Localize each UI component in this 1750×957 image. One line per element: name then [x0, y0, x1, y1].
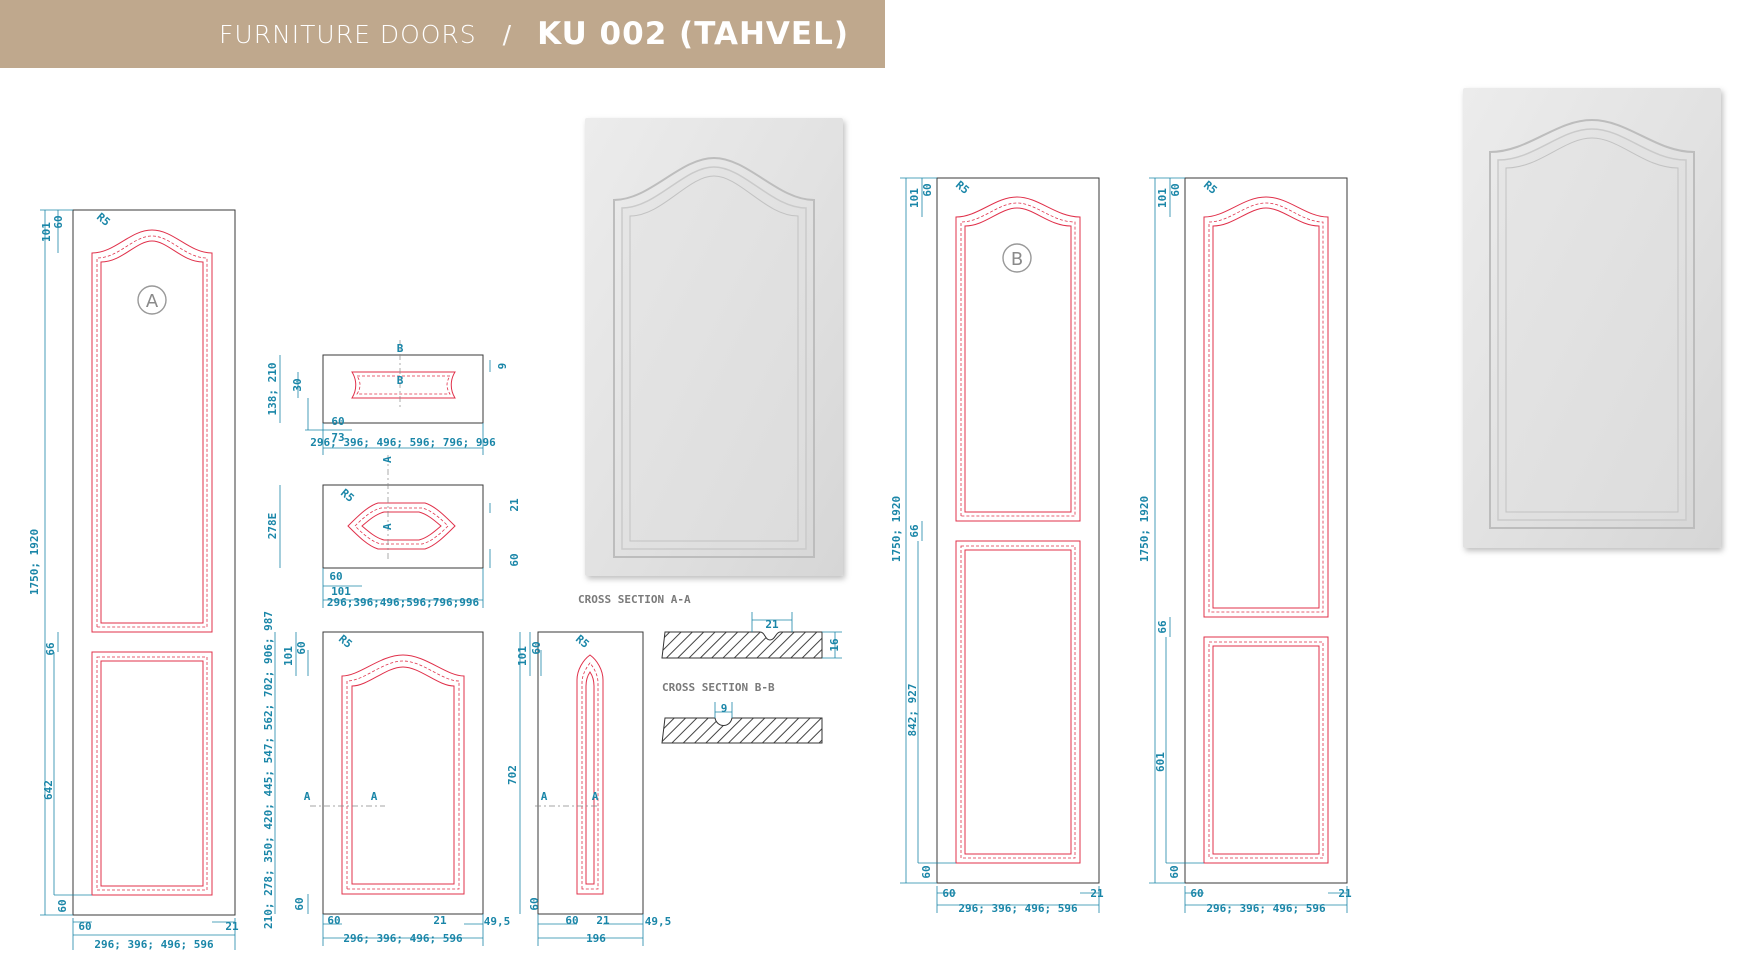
drawer-aa-101: 101: [331, 585, 351, 598]
detail-a-label: A: [146, 291, 159, 312]
drawer-bb-60: 60: [331, 415, 344, 428]
drawer-aa-width: 296;396;496;596;796;996: [327, 596, 480, 609]
door-b-top-101: 101: [908, 188, 921, 208]
narrow-right-21: 21: [596, 914, 610, 927]
door-a-lower-642: 642: [42, 780, 55, 800]
door-a-width: 296; 396; 496; 596: [94, 938, 214, 951]
door-a-right-21: 21: [225, 920, 239, 933]
drawer-bb-width: 296; 396; 496; 596; 796; 996: [310, 436, 496, 449]
door-a-bottom-60: 60: [56, 899, 69, 912]
door-b-bottom-60: 60: [920, 865, 933, 878]
door-c-drawing: 1750; 1920 101 60 66 601 60 60 21 296; 3…: [1138, 177, 1352, 915]
door-photo-wide: [1463, 88, 1721, 548]
cabinet-right-21: 21: [433, 914, 447, 927]
cross-section-aa: CROSS SECTION A-A 21 16: [578, 593, 842, 659]
door-c-radius: R5: [1201, 178, 1220, 196]
narrow-radius: R5: [573, 632, 592, 650]
door-a-rail-66: 66: [44, 642, 57, 656]
door-c-width: 296; 396; 496; 596: [1206, 902, 1326, 915]
drawer-bb-height: 138; 210: [266, 363, 279, 416]
cabinet-section-a-left: A: [304, 790, 311, 803]
door-a-left-60: 60: [78, 920, 91, 933]
drawer-aa-60: 60: [329, 570, 342, 583]
door-photo-single: [585, 118, 843, 576]
narrow-top-60: 60: [530, 641, 543, 654]
narrow-section-a-right: A: [592, 790, 599, 803]
cabinet-section-a-right: A: [371, 790, 378, 803]
narrow-height: 702: [506, 765, 519, 785]
cabinet-door-drawing: A A 210; 278; 350; 420; 445; 547; 562; 7…: [262, 611, 510, 946]
cross-section-bb-width: 9: [721, 702, 728, 715]
title-separator: /: [502, 19, 512, 49]
door-c-height: 1750; 1920: [1138, 496, 1151, 562]
cabinet-radius: R5: [336, 632, 355, 650]
door-a-drawing: A 1750; 1920 101 60 66 642 60 60 21 296;…: [28, 209, 239, 951]
drawer-aa-height: 278E: [266, 513, 279, 540]
door-b-height: 1750; 1920: [890, 496, 903, 562]
door-b-radius: R5: [953, 178, 972, 196]
cabinet-top-101: 101: [282, 646, 295, 666]
door-c-lower-601: 601: [1154, 752, 1167, 772]
door-c-left-60: 60: [1190, 887, 1203, 900]
category-title: FURNITURE DOORS: [219, 19, 477, 49]
cabinet-495: 49,5: [484, 915, 511, 928]
door-b-top-60: 60: [921, 183, 934, 196]
drawer-bb-73: 73: [331, 431, 344, 444]
door-c-top-60: 60: [1169, 183, 1182, 196]
cross-section-aa-width: 21: [765, 618, 779, 631]
drawer-bb-drawing: B B 138; 210 30 60 73 296; 396; 496; 596…: [266, 340, 509, 455]
model-title: KU 002 (TAHVEL): [537, 16, 849, 52]
narrow-door-drawing: A A 702 101 60 60 60 21 49,5 196 R5: [506, 631, 672, 946]
door-a-radius: R5: [94, 210, 113, 228]
narrow-left-60: 60: [565, 914, 578, 927]
door-b-drawing: B 1750; 1920 101 60 66 842; 927 60 60 21…: [890, 177, 1104, 915]
cabinet-height: 210; 278; 350; 420; 445; 547; 562; 702; …: [262, 611, 275, 929]
narrow-bottom-60: 60: [528, 897, 541, 910]
door-a-top-60: 60: [52, 215, 65, 228]
cross-section-bb-title: CROSS SECTION B-B: [662, 681, 775, 694]
door-b-right-21: 21: [1090, 887, 1104, 900]
cabinet-left-60: 60: [327, 914, 340, 927]
door-c-rail-66: 66: [1156, 620, 1169, 634]
cabinet-bottom-60: 60: [293, 897, 306, 910]
cross-section-aa-thickness: 16: [828, 638, 841, 652]
drawer-aa-drawing: A A 278E 60 101 296;396;496;596;796;996 …: [266, 455, 521, 609]
drawer-aa-radius: R5: [338, 486, 357, 504]
drawer-aa-60-right: 60: [508, 553, 521, 566]
section-b-top: B: [397, 342, 404, 355]
drawer-bb-9: 9: [496, 363, 509, 370]
door-c-bottom-60: 60: [1168, 865, 1181, 878]
narrow-495: 49,5: [645, 915, 672, 928]
cross-section-aa-title: CROSS SECTION A-A: [578, 593, 691, 606]
door-b-width: 296; 396; 496; 596: [958, 902, 1078, 915]
cross-section-bb: CROSS SECTION B-B 9: [661, 681, 823, 744]
section-b-bottom: B: [397, 374, 404, 387]
door-b-left-60: 60: [942, 887, 955, 900]
detail-b-label: B: [1011, 249, 1023, 270]
cabinet-width: 296; 396; 496; 596: [343, 932, 463, 945]
section-a-mid: A: [381, 523, 394, 530]
title-bar: FURNITURE DOORS / KU 002 (TAHVEL): [0, 0, 885, 68]
door-b-lower: 842; 927: [906, 684, 919, 737]
cabinet-top-60: 60: [295, 641, 308, 654]
door-c-right-21: 21: [1338, 887, 1352, 900]
door-a-height: 1750; 1920: [28, 529, 41, 595]
door-c-top-101: 101: [1156, 188, 1169, 208]
narrow-top-101: 101: [516, 646, 529, 666]
drawer-bb-30: 30: [291, 378, 304, 391]
drawer-aa-21: 21: [508, 498, 521, 512]
narrow-width: 196: [586, 932, 606, 945]
section-a-top: A: [381, 456, 394, 463]
door-b-rail-66: 66: [908, 524, 921, 538]
narrow-section-a-left: A: [541, 790, 548, 803]
door-a-top-101: 101: [40, 222, 53, 242]
